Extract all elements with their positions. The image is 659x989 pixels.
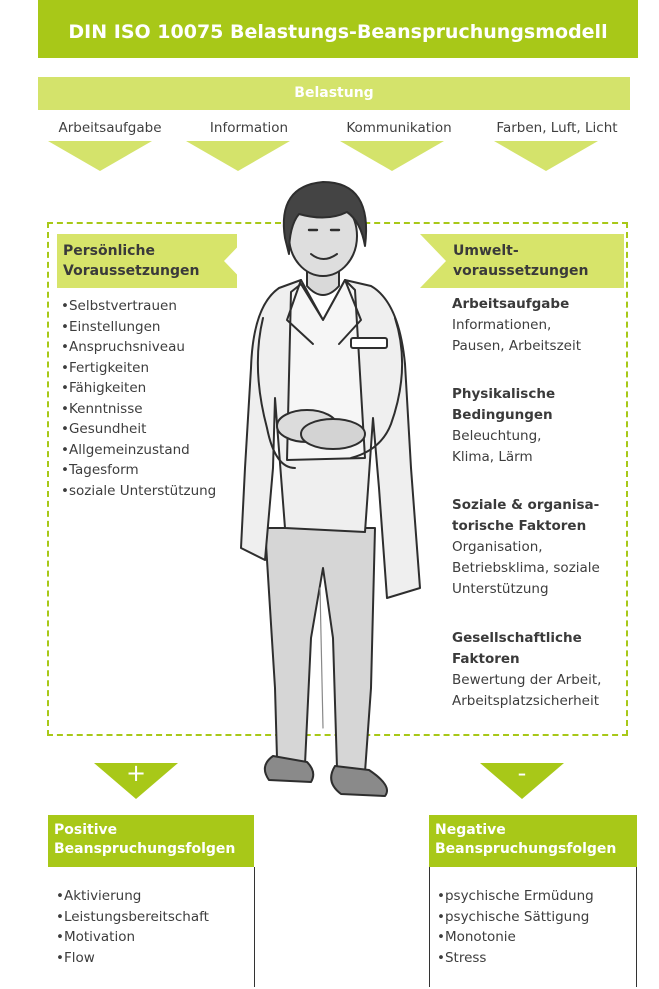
list-item: psychische Sättigung <box>437 907 594 928</box>
group-body: Informationen, <box>452 317 552 333</box>
list-item: Tagesform <box>61 460 216 481</box>
list-item: soziale Unterstützung <box>61 481 216 502</box>
group-title: torische Faktoren <box>452 518 587 534</box>
environment-group-physical: Physikalische Bedingungen Beleuchtung, K… <box>452 384 632 468</box>
environment-heading-line2: voraussetzungen <box>453 263 589 279</box>
load-arrow-2 <box>186 141 290 171</box>
environment-prerequisites-notch <box>420 234 446 288</box>
personal-prerequisites-notch <box>224 234 250 288</box>
negative-heading-line2: Beanspruchungsfolgen <box>435 841 617 857</box>
list-item: Allgemeinzustand <box>61 440 216 461</box>
negative-heading-line1: Negative <box>435 822 506 838</box>
negative-arrow <box>480 763 564 799</box>
positive-heading-line2: Beanspruchungsfolgen <box>54 841 236 857</box>
load-header-bar <box>38 77 630 110</box>
negative-frame-line-right <box>636 867 637 987</box>
negative-frame-line-left <box>429 867 430 987</box>
positive-consequences-header: Positive Beanspruchungsfolgen <box>48 815 254 867</box>
list-item: Monotonie <box>437 927 594 948</box>
group-title: Physikalische <box>452 386 556 402</box>
environment-heading-line1: Umwelt- <box>453 243 519 259</box>
environment-group-social: Soziale & organisa- torische Faktoren Or… <box>452 495 632 600</box>
list-item: Motivation <box>56 927 209 948</box>
list-item: Selbstvertrauen <box>61 296 216 317</box>
positive-heading-line1: Positive <box>54 822 118 838</box>
environment-group-societal: Gesellschaftliche Faktoren Bewertung der… <box>452 628 632 712</box>
list-item: Flow <box>56 948 209 969</box>
load-arrow-1 <box>48 141 152 171</box>
load-header-label: Belastung <box>294 85 374 101</box>
group-body: Betriebsklima, soziale <box>452 560 600 576</box>
group-body: Unterstützung <box>452 581 549 597</box>
minus-icon: - <box>517 759 527 787</box>
list-item: Gesundheit <box>61 419 216 440</box>
personal-heading-line2: Voraussetzungen <box>63 263 200 279</box>
list-item: Fertigkeiten <box>61 358 216 379</box>
group-title: Arbeitsaufgabe <box>452 296 570 312</box>
person-illustration <box>240 181 421 797</box>
environment-group-task: Arbeitsaufgabe Informationen, Pausen, Ar… <box>452 294 632 357</box>
positive-frame-line <box>254 867 255 987</box>
list-item: Kenntnisse <box>61 399 216 420</box>
title-banner <box>38 0 638 58</box>
plus-icon: + <box>125 759 147 787</box>
group-title: Soziale & organisa- <box>452 497 600 513</box>
load-arrow-4 <box>494 141 598 171</box>
list-item: Fähigkeiten <box>61 378 216 399</box>
list-item: psychische Ermüdung <box>437 886 594 907</box>
personal-prerequisites-list: Selbstvertrauen Einstellungen Anspruchsn… <box>61 296 216 501</box>
personal-heading-line1: Persönliche <box>63 243 155 259</box>
group-title: Bedingungen <box>452 407 553 423</box>
list-item: Einstellungen <box>61 317 216 338</box>
group-body: Arbeitsplatzsicherheit <box>452 693 599 709</box>
list-item: Anspruchsniveau <box>61 337 216 358</box>
group-title: Gesellschaftliche <box>452 630 582 646</box>
negative-consequences-header: Negative Beanspruchungsfolgen <box>429 815 637 867</box>
list-item: Stress <box>437 948 594 969</box>
group-body: Pausen, Arbeitszeit <box>452 338 582 354</box>
load-item-communication: Kommunikation <box>346 120 452 136</box>
environment-prerequisites-header <box>420 234 624 288</box>
negative-consequences-list: psychische Ermüdung psychische Sättigung… <box>437 886 594 968</box>
personal-prerequisites-header <box>57 234 237 288</box>
list-item: Leistungsbereitschaft <box>56 907 209 928</box>
load-item-task: Arbeitsaufgabe <box>58 120 162 136</box>
load-arrow-3 <box>340 141 444 171</box>
group-body: Beleuchtung, <box>452 428 542 444</box>
group-body: Organisation, <box>452 539 543 555</box>
load-item-information: Information <box>209 120 289 136</box>
positive-arrow <box>94 763 178 799</box>
group-body: Bewertung der Arbeit, <box>452 672 602 688</box>
page-title: DIN ISO 10075 Belastungs-Beanspruchungsm… <box>68 21 608 43</box>
group-body: Klima, Lärm <box>452 449 533 465</box>
group-title: Faktoren <box>452 651 520 667</box>
load-item-environment: Farben, Luft, Licht <box>496 120 618 136</box>
positive-consequences-list: Aktivierung Leistungsbereitschaft Motiva… <box>56 886 209 968</box>
list-item: Aktivierung <box>56 886 209 907</box>
